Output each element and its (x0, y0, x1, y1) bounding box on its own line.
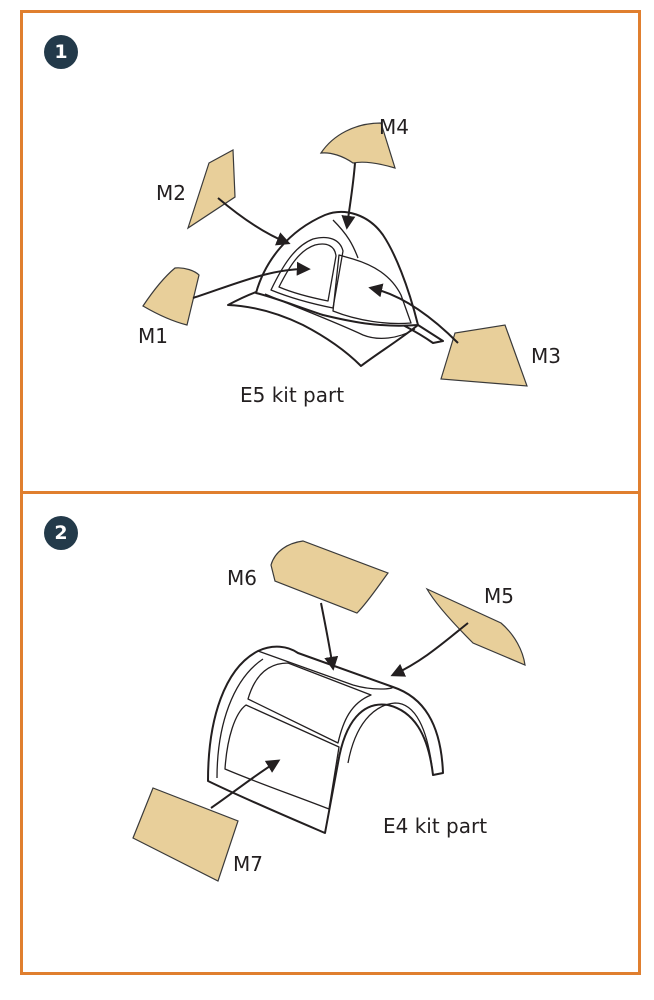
e4-arch-body (207, 645, 444, 834)
label-m6: M6 (227, 566, 257, 590)
step-1-diagram: M1 M2 M3 M4 E5 kit part (138, 115, 561, 407)
step-1-number: 1 (54, 41, 68, 63)
e5-kit-part (227, 210, 444, 367)
label-m1: M1 (138, 324, 168, 348)
arrow-m6 (320, 602, 339, 671)
e4-upper-window (247, 662, 372, 744)
step-1-panel: 1 M1 M2 M3 M4 E5 kit part (20, 10, 641, 494)
e5-windshield-inner (278, 243, 337, 302)
step-2-panel: 2 M5 M6 M7 E4 kit part (20, 491, 641, 975)
step-2-diagram: M5 M6 M7 E4 kit part (132, 540, 526, 882)
mask-m1-shape (142, 267, 200, 326)
e4-top-edge (257, 650, 394, 690)
label-m4: M4 (379, 115, 409, 139)
arrow-m5 (390, 622, 469, 677)
e4-part-label: E4 kit part (383, 814, 487, 838)
mask-m7-shape (132, 787, 239, 882)
e4-kit-part (207, 645, 444, 834)
label-m5: M5 (484, 584, 514, 608)
arrow-m4 (341, 162, 356, 230)
label-m3: M3 (531, 344, 561, 368)
e4-inner-arch (216, 658, 264, 779)
mask-m5-shape (425, 587, 526, 666)
step-1-badge: 1 (44, 35, 78, 69)
arrow-m1 (192, 261, 311, 299)
e5-side-window (332, 254, 412, 325)
e4-side-arch (347, 702, 434, 776)
mask-m6-shape (270, 540, 389, 614)
mask-m2-shape (186, 149, 236, 230)
label-m2: M2 (156, 181, 186, 205)
e5-windshield-frame (270, 236, 344, 309)
e5-base-edge (264, 293, 416, 340)
e4-lower-window (224, 704, 340, 810)
e5-part-label: E5 kit part (240, 383, 344, 407)
e5-roof-line (332, 219, 359, 259)
arrow-m3 (368, 283, 459, 344)
arrow-m2 (217, 197, 291, 246)
arrow-m7 (210, 759, 281, 809)
step-2-number: 2 (54, 522, 68, 544)
step-2-badge: 2 (44, 516, 78, 550)
label-m7: M7 (233, 852, 263, 876)
mask-m4-shape (319, 122, 396, 169)
mask-m3-shape (440, 324, 528, 387)
